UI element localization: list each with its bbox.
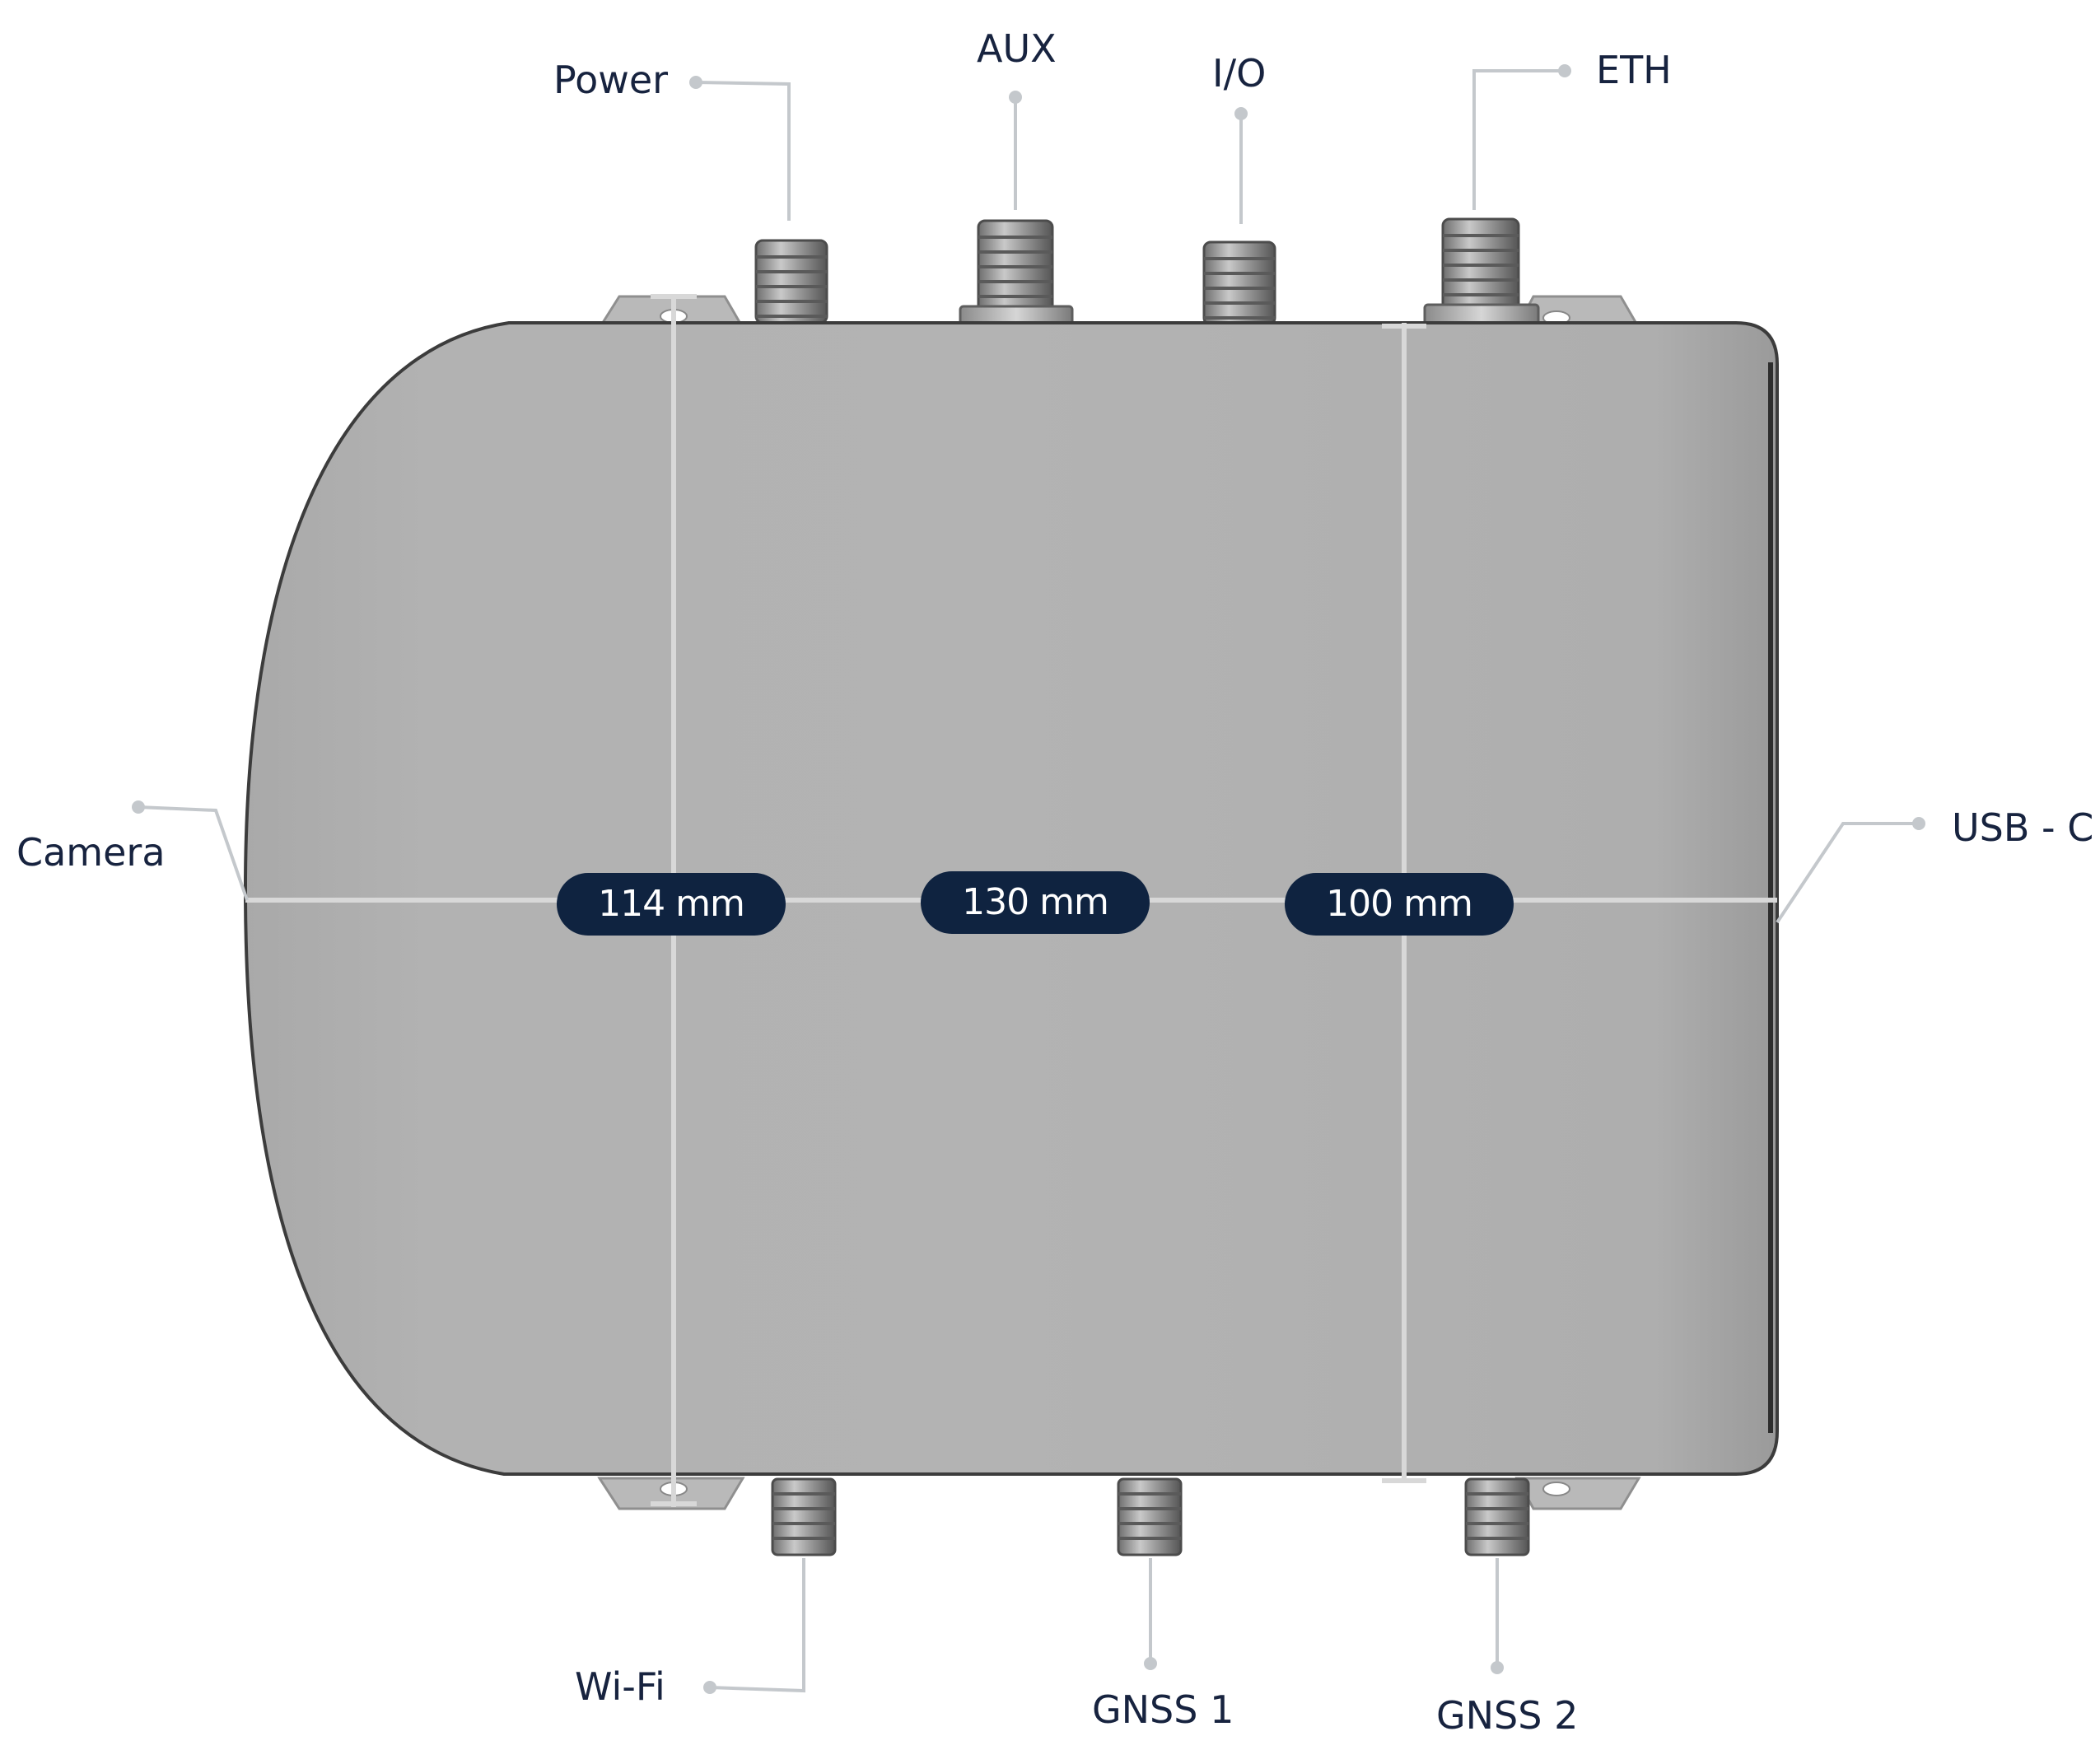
aux-connector (959, 219, 1074, 329)
wifi-leader (709, 1558, 805, 1693)
power-connector (754, 239, 828, 324)
eth-leader (1472, 69, 1565, 210)
io-connector (1202, 240, 1276, 326)
mounting-hole-bottom-right (1542, 1482, 1570, 1496)
leader-dots (132, 64, 1925, 1694)
wifi-connector (771, 1477, 837, 1556)
port-label-gnss1: GNSS 1 (1092, 1687, 1234, 1732)
port-label-io: I/O (1212, 51, 1267, 96)
port-label-usb-c: USB - C (1952, 805, 2094, 850)
dimension-pill-114mm: 114 mm (557, 873, 786, 936)
dimension-pill-130mm: 130 mm (921, 871, 1150, 934)
power-leader (695, 81, 791, 221)
port-label-eth: ETH (1596, 48, 1672, 92)
mounting-tab-bottom-right (1514, 1477, 1641, 1510)
bottom-connectors (771, 1477, 1530, 1556)
camera-leader (138, 805, 249, 901)
port-label-wifi: Wi-Fi (575, 1664, 665, 1709)
dimension-pill-100mm: 100 mm (1285, 873, 1514, 936)
eth-connector (1423, 217, 1540, 329)
port-label-power: Power (553, 58, 669, 102)
port-label-gnss2: GNSS 2 (1436, 1693, 1579, 1738)
leader-lines (138, 69, 1919, 1693)
usb-c-leader (1776, 822, 1919, 924)
top-connectors (754, 217, 1540, 329)
port-label-camera: Camera (16, 830, 166, 875)
port-label-aux: AUX (977, 26, 1057, 71)
gnss1-connector (1117, 1477, 1183, 1556)
mounting-tabs (597, 295, 1641, 1510)
gnss2-connector (1464, 1477, 1530, 1556)
